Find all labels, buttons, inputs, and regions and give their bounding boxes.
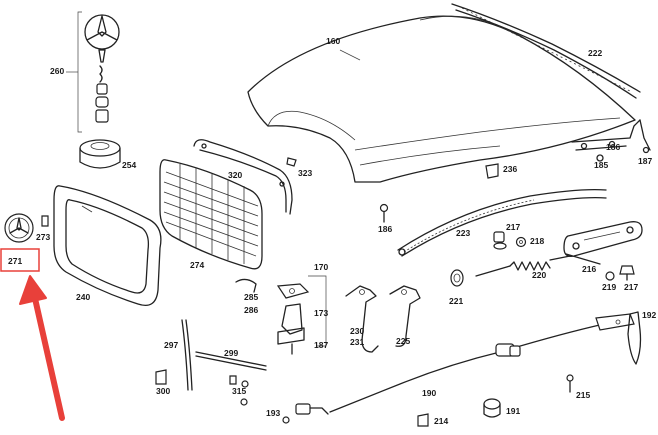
release-lever-192: 192 <box>627 310 656 365</box>
seal-strip-222: 222 <box>451 3 641 99</box>
safety-catch-225: 225 <box>389 285 421 347</box>
label-215: 215 <box>576 390 590 400</box>
seal-strip-297: 297 <box>164 319 193 391</box>
buffer-219: 219 <box>602 271 616 292</box>
clip-315: 315 <box>229 375 249 406</box>
grille-surround-240: 240 <box>53 185 162 307</box>
bracket-236: 236 <box>485 163 517 179</box>
hood-lock-170: 170 173 187 <box>276 262 328 355</box>
rubber-buffer-221: 221 <box>449 269 464 306</box>
spring-220: 220 <box>475 255 571 280</box>
label-297: 297 <box>164 340 178 350</box>
label-285: 285 <box>244 292 258 302</box>
clip-300: 300 <box>155 369 170 396</box>
label-217: 217 <box>506 222 520 232</box>
rod-299: 299 <box>195 348 267 371</box>
buffer-217b: 217 <box>619 265 638 292</box>
label-214: 214 <box>434 416 448 426</box>
label-223: 223 <box>456 228 470 238</box>
support-rail-223: 223 <box>397 188 607 257</box>
clip-285: 285 286 <box>235 278 258 315</box>
cap-254: 254 <box>79 139 136 170</box>
label-170: 170 <box>314 262 328 272</box>
label-320: 320 <box>228 170 242 180</box>
label-186: 186 <box>606 142 620 152</box>
hinge-bracket-185: 186 185 187 <box>571 119 652 170</box>
label-273: 273 <box>36 232 50 242</box>
bolt-186: 186 <box>378 203 392 234</box>
label-190: 190 <box>422 388 436 398</box>
hood-star-assembly: 260 <box>50 11 120 133</box>
label-323: 323 <box>298 168 312 178</box>
label-216: 216 <box>582 264 596 274</box>
label-191: 191 <box>506 406 520 416</box>
label-193: 193 <box>266 408 280 418</box>
hinge-arm-216: 216 <box>563 221 643 274</box>
grommet-191: 191 <box>483 398 520 418</box>
label-186-bolt: 186 <box>378 224 392 234</box>
clip-323: 323 <box>286 157 312 178</box>
highlight-box <box>0 248 40 272</box>
safety-catch-230: 230 231 <box>345 285 379 353</box>
label-218: 218 <box>530 236 544 246</box>
label-274: 274 <box>190 260 204 270</box>
clip-273: 273 <box>36 215 50 242</box>
label-217b: 217 <box>624 282 638 292</box>
label-173: 173 <box>314 308 328 318</box>
label-185: 185 <box>594 160 608 170</box>
label-299: 299 <box>224 348 238 358</box>
bushing-217: 217 <box>493 222 520 250</box>
clip-214: 214 <box>417 413 448 427</box>
label-187-lock: 187 <box>314 340 328 350</box>
emblem-271: 271 <box>0 213 40 272</box>
label-160: 160 <box>326 36 340 46</box>
label-260: 260 <box>50 66 64 76</box>
label-220: 220 <box>532 270 546 280</box>
label-192: 192 <box>642 310 656 320</box>
label-271: 271 <box>8 256 22 266</box>
label-187-top: 187 <box>638 156 652 166</box>
label-300: 300 <box>156 386 170 396</box>
connector-193: 193 <box>266 403 329 424</box>
release-cable-190: 190 <box>329 313 635 413</box>
label-240: 240 <box>76 292 90 302</box>
label-219: 219 <box>602 282 616 292</box>
label-221: 221 <box>449 296 463 306</box>
washer-218: 218 <box>515 236 544 248</box>
label-315: 315 <box>232 386 246 396</box>
label-222: 222 <box>588 48 602 58</box>
label-254: 254 <box>122 160 136 170</box>
label-225: 225 <box>396 336 410 346</box>
bonnet-160: 160 <box>247 15 636 183</box>
radiator-grille-274: 274 <box>159 159 263 270</box>
screw-215: 215 <box>566 374 590 400</box>
label-286: 286 <box>244 305 258 315</box>
label-230: 230 <box>350 326 364 336</box>
red-arrow <box>19 275 65 421</box>
label-236: 236 <box>503 164 517 174</box>
grille-frame-strip-320: 320 <box>193 139 293 215</box>
label-231: 231 <box>350 337 364 347</box>
